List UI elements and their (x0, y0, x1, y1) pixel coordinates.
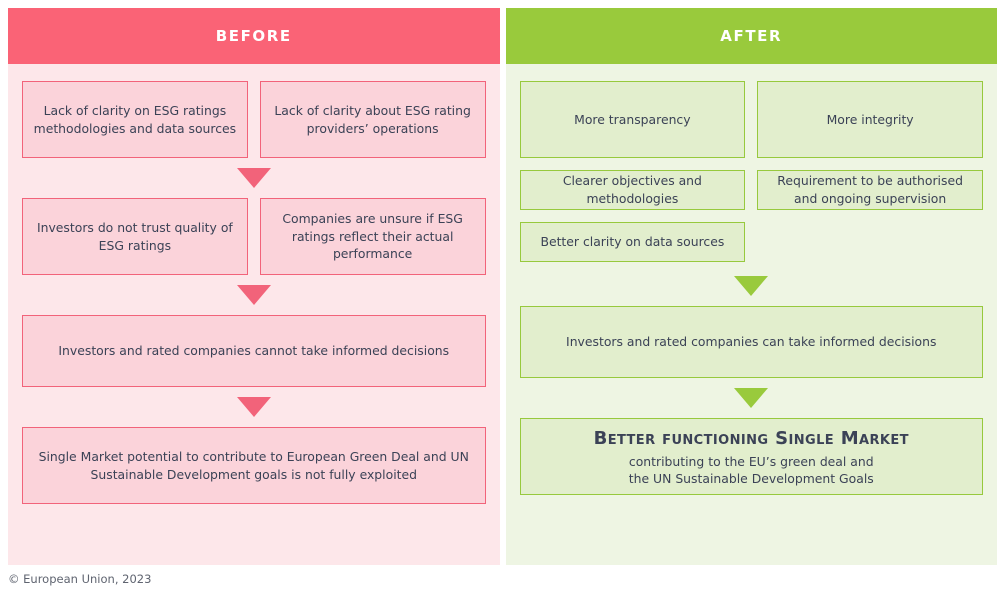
before-row-4: Single Market potential to contribute to… (22, 427, 486, 504)
after-final-subtitle-line2: the UN Sustainable Development Goals (628, 471, 874, 487)
after-box-requirement-authorised: Requirement to be authorised and ongoing… (757, 170, 983, 210)
before-box-clarity-methodologies: Lack of clarity on ESG ratings methodolo… (22, 81, 248, 158)
after-box-more-transparency: More transparency (519, 81, 746, 158)
panel-body-before: Lack of clarity on ESG ratings methodolo… (8, 64, 500, 565)
panel-after: AFTER More transparency More integrity C… (505, 8, 997, 565)
after-final-subtitle-line1: contributing to the EU’s green deal and (628, 453, 874, 469)
before-box-no-informed-decisions: Investors and rated companies cannot tak… (22, 315, 486, 387)
arrow-down-icon-after-2 (734, 388, 769, 408)
after-box-better-clarity-data: Better clarity on data sources (519, 222, 746, 262)
arrow-down-icon-before-2 (236, 285, 271, 305)
copyright-notice: © European Union, 2023 (8, 572, 152, 586)
after-row-2: Clearer objectives and methodologies Bet… (519, 170, 983, 262)
after-box-more-integrity: More integrity (757, 81, 983, 158)
before-box-companies-unsure: Companies are unsure if ESG ratings refl… (259, 198, 486, 275)
after-row-1: More transparency More integrity (519, 81, 983, 158)
after-box-informed-decisions: Investors and rated companies can take i… (519, 306, 983, 378)
after-right-stack: Requirement to be authorised and ongoing… (757, 170, 983, 262)
arrow-down-icon-before-1 (236, 168, 271, 188)
after-row-3: Investors and rated companies can take i… (519, 306, 983, 378)
after-final-title: Better functioning Single Market (593, 427, 909, 449)
panel-header-after: AFTER (505, 8, 997, 64)
before-row-2: Investors do not trust quality of ESG ra… (22, 198, 486, 275)
before-row-1: Lack of clarity on ESG ratings methodolo… (22, 81, 486, 158)
before-box-clarity-providers: Lack of clarity about ESG rating provide… (259, 81, 486, 158)
panel-header-before: BEFORE (8, 8, 500, 64)
arrow-down-icon-after-1 (734, 276, 769, 296)
before-box-investors-distrust: Investors do not trust quality of ESG ra… (22, 198, 248, 275)
after-box-clearer-objectives: Clearer objectives and methodologies (519, 170, 746, 210)
before-row-3: Investors and rated companies cannot tak… (22, 315, 486, 387)
arrow-down-icon-before-3 (236, 397, 271, 417)
after-box-better-single-market: Better functioning Single Market contrib… (519, 418, 983, 495)
after-row-4: Better functioning Single Market contrib… (519, 418, 983, 495)
after-left-stack: Clearer objectives and methodologies Bet… (519, 170, 746, 262)
before-box-single-market-potential: Single Market potential to contribute to… (22, 427, 486, 504)
panel-before: BEFORE Lack of clarity on ESG ratings me… (8, 8, 500, 565)
panel-body-after: More transparency More integrity Clearer… (505, 64, 997, 565)
comparison-panels: BEFORE Lack of clarity on ESG ratings me… (8, 8, 997, 565)
